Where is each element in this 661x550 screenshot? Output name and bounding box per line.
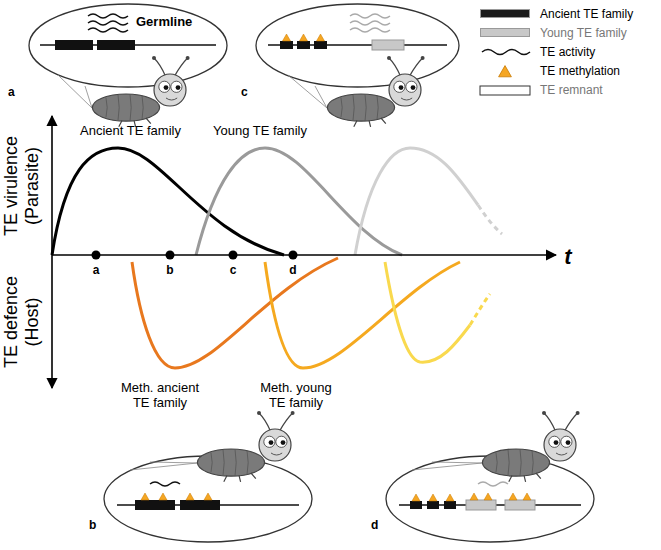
ellipse-outline (28, 3, 228, 88)
ellipse-outline (385, 455, 595, 543)
time-axis-label: t (564, 244, 571, 269)
curve-label: Meth. ancient TE family (117, 381, 203, 411)
germline-title: Germline (136, 15, 192, 30)
panel-letter: c (241, 86, 248, 100)
axis-title: TE defence (Host) (1, 257, 42, 387)
legend-entry: Young TE family (480, 25, 660, 41)
curve-label: Young TE family (213, 124, 307, 139)
y-axis (51, 116, 53, 388)
ancient-te-curve (52, 148, 284, 255)
legend-remnant-sample (480, 86, 530, 95)
germline-ellipse: d (385, 455, 595, 543)
meth-future-curve (385, 262, 470, 362)
legend-entry: TE activity (480, 44, 660, 60)
legend-wave-sample (482, 50, 530, 55)
time-point-label: b (166, 264, 173, 278)
axis-title: TE virulence (Parasite) (1, 121, 42, 251)
time-axis (52, 254, 556, 256)
time-point-label: a (93, 264, 100, 278)
germline-ellipse: b (103, 455, 313, 543)
ellipse-outline (256, 4, 459, 87)
germline-ellipse: c (255, 3, 460, 88)
curve-label: Meth. young TE family (253, 381, 339, 411)
time-point-label: d (289, 264, 296, 278)
future-te-curve (355, 148, 478, 255)
meth-future-curve-dashed (470, 294, 490, 325)
legend-entry: TE methylation (480, 63, 660, 79)
meth-ancient-curve (132, 258, 338, 368)
ellipse-outline (386, 456, 594, 542)
ellipse-outline (29, 4, 227, 87)
ellipse-outline (255, 3, 460, 88)
time-point (166, 251, 175, 260)
legend-triangle-sample (499, 66, 512, 77)
legend-text: Ancient TE family (540, 6, 633, 22)
panel-letter: b (89, 519, 96, 533)
legend-swatch (480, 28, 530, 37)
legend-text: TE activity (540, 44, 595, 60)
young-te-curve (196, 148, 402, 255)
legend-swatch (480, 9, 530, 18)
panel-letter: d (371, 519, 378, 533)
legend-entry: TE remnant (480, 82, 660, 98)
time-point-label: c (230, 264, 237, 278)
panel-letter: a (8, 86, 15, 100)
ellipse-outline (104, 456, 312, 542)
legend-text: TE methylation (540, 63, 620, 79)
time-point (92, 251, 101, 260)
curve-label: Ancient TE family (80, 124, 181, 139)
legend-text: Young TE family (540, 25, 627, 41)
legend-text: TE remnant (540, 82, 603, 98)
germline-ellipse: Germlinea (28, 3, 228, 88)
legend-entry: Ancient TE family (480, 6, 660, 22)
ellipse-outline (103, 455, 313, 543)
future-te-curve-dashed (478, 205, 502, 234)
time-point (229, 251, 238, 260)
time-point (289, 251, 298, 260)
meth-young-curve (265, 262, 460, 368)
